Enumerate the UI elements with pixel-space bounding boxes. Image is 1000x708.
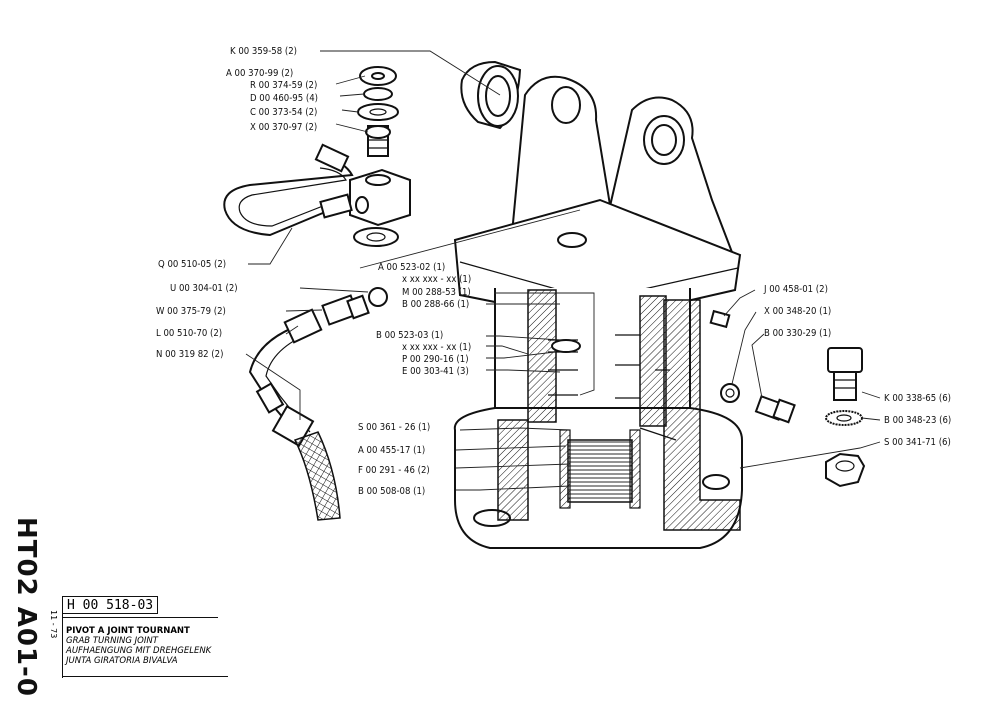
label-p29016: P 00 290-16 (1) — [402, 354, 469, 365]
label-c37354: C 00 373-54 (2) — [250, 107, 317, 118]
elbow-hose-part — [248, 308, 341, 521]
label-l51070: L 00 510-70 (2) — [156, 328, 222, 339]
adapter-part — [321, 294, 370, 326]
label-j45801: J 00 458-01 (2) — [763, 284, 828, 295]
bushing-part — [460, 60, 522, 130]
label-u30401: U 00 304-01 (2) — [170, 283, 238, 294]
label-a52302: A 00 523-02 (1) — [378, 262, 445, 273]
leader-lines — [245, 50, 881, 491]
title-en: GRAB TURNING JOINT — [66, 636, 158, 646]
label-n31982: N 00 319 82 (2) — [156, 349, 223, 360]
u-tube-part — [223, 143, 354, 237]
title-fr: PIVOT A JOINT TOURNANT — [66, 626, 190, 636]
label-k35958: K 00 359-58 (2) — [230, 46, 297, 57]
label-xx2: x xx xxx - xx (1) — [402, 342, 471, 353]
label-x37097: X 00 370-97 (2) — [250, 122, 317, 133]
label-k33865: K 00 338-65 (6) — [884, 393, 951, 404]
label-b33029: B 00 330-29 (1) — [764, 328, 831, 339]
label-s34171: S 00 341-71 (6) — [884, 437, 951, 448]
part-labels: K 00 359-58 (2) A 00 370-99 (2) R 00 374… — [156, 46, 951, 497]
reference-number: H 00 518-03 — [62, 596, 158, 614]
label-f29146: F 00 291 - 46 (2) — [358, 465, 430, 476]
label-q51005: Q 00 510-05 (2) — [158, 259, 226, 270]
pivot-bracket-body — [453, 75, 743, 549]
label-w37579: W 00 375-79 (2) — [156, 306, 226, 317]
label-a37099: A 00 370-99 (2) — [226, 68, 293, 79]
title-block-divider — [62, 596, 63, 678]
label-x34820: X 00 348-20 (1) — [764, 306, 831, 317]
label-a45517: A 00 455-17 (1) — [358, 445, 425, 456]
title-block-rule-bottom — [62, 676, 228, 677]
label-b34823: B 00 348-23 (6) — [884, 415, 951, 426]
label-b52303: B 00 523-03 (1) — [376, 330, 443, 341]
title-es: JUNTA GIRATORIA BIVALVA — [66, 656, 178, 666]
label-r37459: R 00 374-59 (2) — [250, 80, 317, 91]
swivel-fitting-stack — [349, 66, 411, 247]
title-block-rule-top — [62, 617, 218, 618]
drawing-code-block: HT02 A01-0 — [6, 517, 46, 697]
label-xx1: x xx xxx - xx (1) — [402, 274, 471, 285]
label-b28866: B 00 288-66 (1) — [402, 299, 469, 310]
label-d46095: D 00 460-95 (4) — [250, 93, 318, 104]
title-de: AUFHAENGUNG MIT DREHGELENK — [66, 646, 212, 656]
o-ring-part — [368, 287, 388, 307]
title-block-titles: PIVOT A JOINT TOURNANT GRAB TURNING JOIN… — [66, 626, 211, 666]
label-b50808: B 00 508-08 (1) — [358, 486, 425, 497]
label-s36126: S 00 361 - 26 (1) — [358, 422, 430, 433]
drawing-code: HT02 A01-0 — [11, 517, 41, 697]
label-m28853: M 00 288-53 (1) — [402, 287, 471, 298]
label-e30341: E 00 303-41 (3) — [402, 366, 469, 377]
drawing-date: 11 - 73 — [49, 610, 58, 639]
